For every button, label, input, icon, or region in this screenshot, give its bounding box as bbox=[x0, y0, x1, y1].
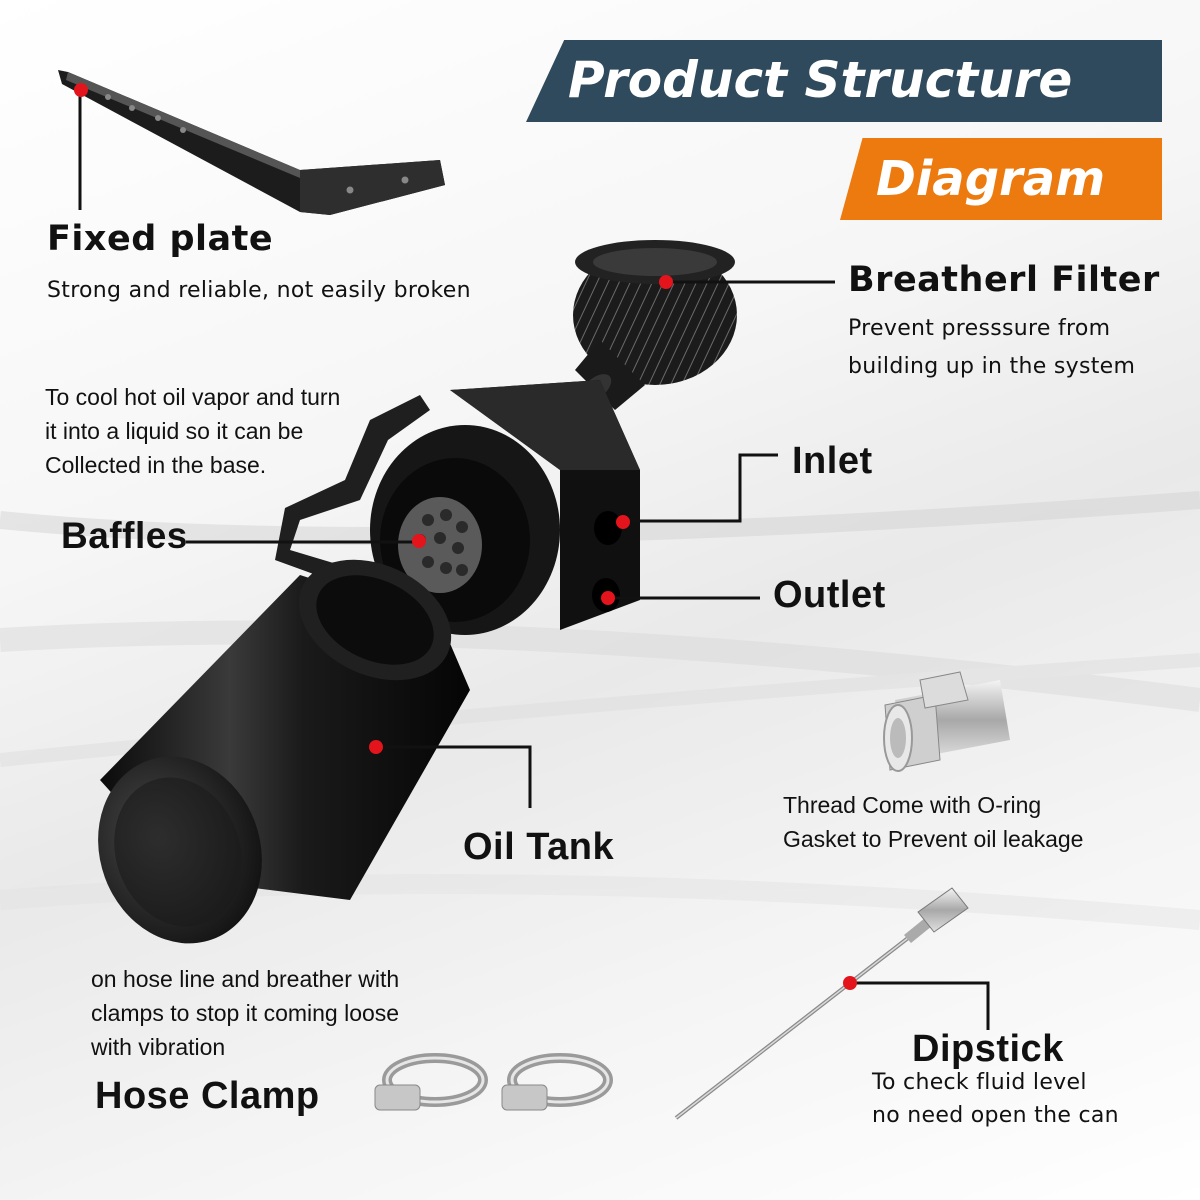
baffles-desc-line-2: it into a liquid so it can be bbox=[45, 418, 304, 444]
oil-tank-image bbox=[98, 559, 470, 944]
leader-dipstick bbox=[850, 981, 990, 1030]
dipstick-desc-line-2: no need open the can bbox=[872, 1103, 1119, 1128]
breather-filter-desc-line-2: building up in the system bbox=[848, 354, 1136, 379]
marker-baffles bbox=[412, 534, 426, 548]
page-title: Product Structure bbox=[568, 51, 1073, 109]
baffle-head-image bbox=[275, 380, 640, 635]
hose-clamp-desc-line-2: clamps to stop it coming loose bbox=[91, 1000, 400, 1026]
dipstick-image bbox=[674, 887, 969, 1120]
marker-inlet bbox=[616, 515, 630, 529]
fitting-image bbox=[883, 671, 1010, 772]
hose-clamps-image bbox=[374, 1053, 613, 1111]
marker-oil-tank bbox=[369, 740, 383, 754]
marker-fixed-plate bbox=[74, 83, 88, 97]
inlet-label: Inlet bbox=[792, 440, 873, 482]
page-subtitle: Diagram bbox=[876, 151, 1106, 207]
title-banner bbox=[526, 40, 1162, 122]
dipstick-desc-line-1: To check fluid level bbox=[872, 1070, 1087, 1095]
fixed-plate-desc: Strong and reliable, not easily broken bbox=[47, 278, 471, 303]
hose-clamp-desc-line-3: with vibration bbox=[91, 1034, 226, 1060]
thread-desc-line-2: Gasket to Prevent oil leakage bbox=[783, 826, 1084, 852]
subtitle-banner bbox=[840, 138, 1162, 220]
marker-breather-filter bbox=[659, 275, 673, 289]
leader-oil-tank bbox=[376, 745, 532, 808]
baffles-desc-line-1: To cool hot oil vapor and turn bbox=[45, 384, 341, 410]
leader-inlet bbox=[623, 453, 778, 523]
breather-filter-label: Breatherl Filter bbox=[848, 260, 1160, 300]
oil-tank-label: Oil Tank bbox=[463, 826, 615, 868]
fixed-plate-label: Fixed plate bbox=[47, 219, 274, 259]
baffles-label: Baffles bbox=[61, 515, 188, 556]
dipstick-label: Dipstick bbox=[912, 1028, 1064, 1070]
outlet-label: Outlet bbox=[773, 574, 886, 616]
hose-clamp-label: Hose Clamp bbox=[95, 1075, 320, 1117]
leader-lines bbox=[78, 90, 990, 1030]
thread-desc-line-1: Thread Come with O-ring bbox=[783, 792, 1042, 818]
fixed-plate-image bbox=[58, 70, 445, 215]
marker-outlet bbox=[601, 591, 615, 605]
hose-clamp-desc-line-1: on hose line and breather with bbox=[91, 966, 400, 992]
baffles-desc-line-3: Collected in the base. bbox=[45, 452, 267, 478]
breather-filter-desc-line-1: Prevent presssure from bbox=[848, 316, 1111, 341]
marker-dipstick bbox=[843, 976, 857, 990]
